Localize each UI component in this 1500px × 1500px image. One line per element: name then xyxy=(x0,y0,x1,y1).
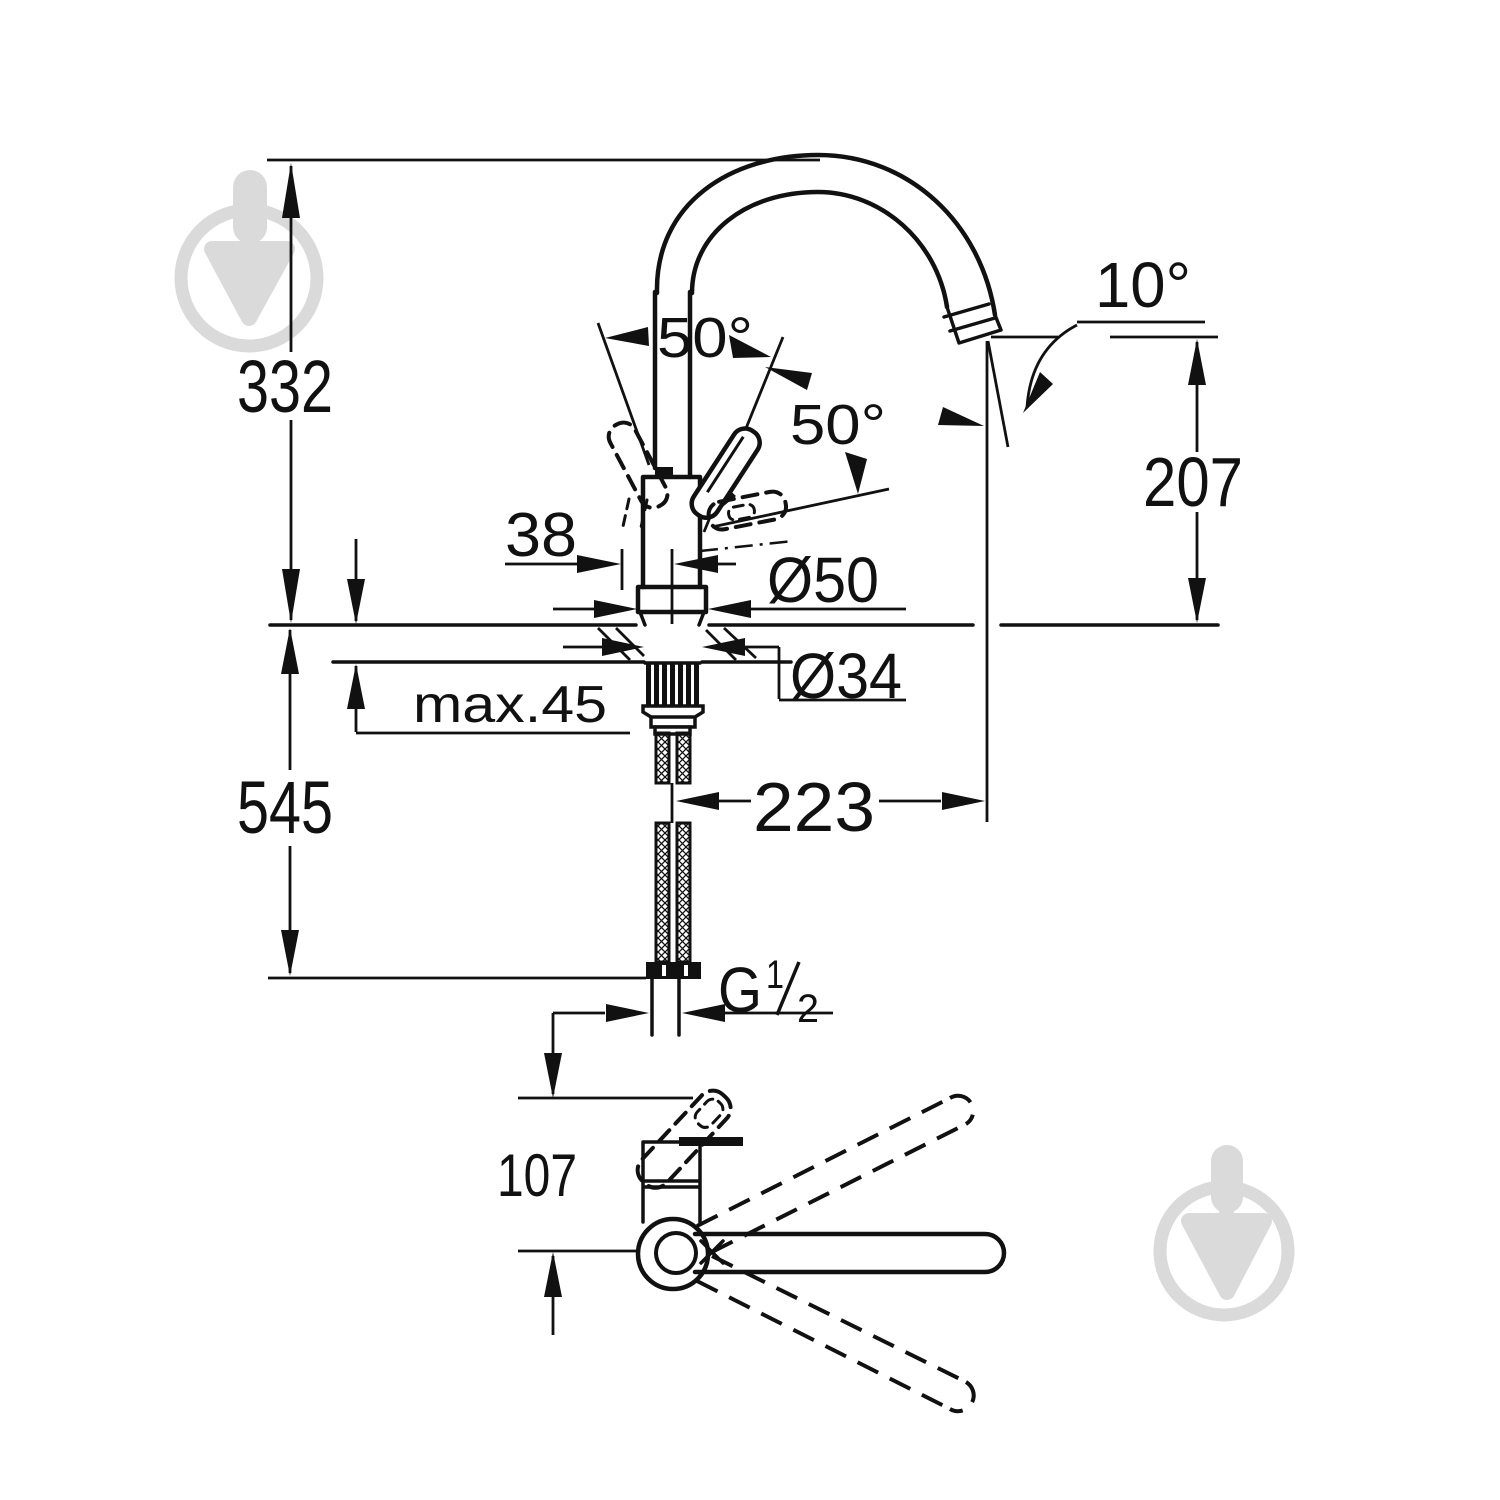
handle-end-cap xyxy=(679,1137,743,1146)
spout-outer-arc xyxy=(654,152,998,318)
faucet-side-view xyxy=(606,152,1003,1037)
thread-g-label: G xyxy=(718,954,762,1026)
arrow-right-icon xyxy=(594,600,637,618)
riser-pipe xyxy=(652,289,693,480)
dim-height-above-deck: 332 xyxy=(237,163,333,623)
dim-deck-thickness: max.45 xyxy=(347,539,630,735)
dim-base-diameter: Ø50 xyxy=(553,544,906,618)
spout-tube-circle xyxy=(654,1231,698,1275)
dim-50deg-back-label: 50° xyxy=(790,393,886,457)
arrow-right-icon xyxy=(606,1004,649,1022)
handle-axis-dashdot xyxy=(699,539,794,553)
logo-ring-icon xyxy=(174,203,324,353)
spout-outlet-aerator xyxy=(942,302,1003,345)
arrow-down-icon xyxy=(281,930,299,976)
dim-207-label: 207 xyxy=(1143,443,1243,521)
arrow-right-icon xyxy=(577,555,621,573)
dim-handle-offset: 38 xyxy=(505,501,736,590)
thread-denominator-label: 2 xyxy=(797,987,819,1031)
dim-107-label: 107 xyxy=(497,1142,577,1209)
threaded-shank xyxy=(643,661,702,706)
fraction-slash xyxy=(775,961,801,1016)
dim-max45-label: max.45 xyxy=(413,676,607,734)
arrow-toward-vertical-icon xyxy=(938,407,984,426)
arrow-left-icon xyxy=(674,555,718,573)
dim-223-label: 223 xyxy=(753,768,875,846)
dim-line xyxy=(505,549,736,590)
lever-handle-dashed-up xyxy=(606,420,670,510)
escutcheon xyxy=(638,610,706,627)
arrow-left-limit-icon xyxy=(605,327,649,346)
cartridge-cap xyxy=(655,467,673,478)
arrow-left-icon xyxy=(682,1004,725,1022)
arrow-center-a-icon xyxy=(729,335,771,358)
trowel-logo-watermark-top-left xyxy=(174,170,324,353)
angle-arc xyxy=(1025,323,1078,408)
arrow-up-icon xyxy=(347,664,365,709)
arrow-down-icon xyxy=(347,579,365,624)
dim-line xyxy=(563,645,906,702)
trowel-blade-icon xyxy=(204,241,295,326)
dim-332-label: 332 xyxy=(237,345,333,428)
handle-motion-dashes xyxy=(620,497,649,534)
spout-swivel-right-dashed xyxy=(696,1254,976,1414)
trowel-handle-icon xyxy=(1211,1145,1243,1213)
nut-collar xyxy=(653,725,692,736)
mounting-nut xyxy=(641,704,705,729)
arrow-center-b-icon xyxy=(765,367,812,390)
dim-handle-swing: 50° 50° xyxy=(596,306,890,533)
dim-545-label: 545 xyxy=(237,766,333,849)
thread-nipple xyxy=(650,977,681,1037)
arrow-up-icon xyxy=(282,163,300,218)
arrow-down-icon xyxy=(282,569,300,623)
dim-dia34-label: Ø34 xyxy=(790,640,902,712)
supply-hoses xyxy=(654,731,692,964)
arrow-right-icon xyxy=(942,792,985,810)
dim-hose-length: 545 xyxy=(237,628,646,980)
hose-end-fitting xyxy=(646,962,701,979)
dim-shank-diameter: Ø34 xyxy=(563,638,906,712)
arrow-down-icon xyxy=(544,1053,562,1098)
arrow-right-icon xyxy=(602,638,644,656)
spout-inner-arc xyxy=(689,189,950,310)
logo-ring-icon xyxy=(1153,1180,1295,1322)
arrow-left-icon xyxy=(702,638,745,656)
lever-handle-dashed-down xyxy=(706,489,788,532)
arrow-up-icon xyxy=(1188,339,1206,385)
trowel-logo-watermark-bottom-right xyxy=(1153,1145,1295,1322)
arrow-left-icon xyxy=(708,600,751,618)
body-top-view xyxy=(641,1140,702,1224)
arrow-arc-end-icon xyxy=(1023,372,1053,413)
spout-swivel-left-dashed xyxy=(696,1093,976,1254)
dim-38-label: 38 xyxy=(505,501,577,570)
faucet-top-view xyxy=(635,1088,1007,1414)
swing-limit-right-line xyxy=(711,487,890,529)
arrow-up-icon xyxy=(281,628,299,674)
spout-top-view-solid xyxy=(692,1231,1007,1275)
dim-spout-reach: 223 xyxy=(676,341,989,846)
arrow-up-icon xyxy=(544,1252,562,1297)
trowel-blade-icon xyxy=(1181,1213,1272,1300)
base-cap xyxy=(635,584,709,615)
handle-top-view-dashed xyxy=(635,1088,733,1190)
angle-leg-line xyxy=(986,340,1010,448)
dim-outlet-angle: 10° xyxy=(938,249,1205,448)
dim-dia50-label: Ø50 xyxy=(767,544,879,616)
thread-numerator-label: 1 xyxy=(766,953,784,997)
arrow-left-icon xyxy=(676,792,719,810)
dim-outlet-height: 207 xyxy=(991,335,1243,623)
dim-10deg-label: 10° xyxy=(1095,249,1191,321)
lever-handle-solid xyxy=(689,426,762,520)
dim-50deg-front-label: 50° xyxy=(657,306,753,370)
arrow-right-limit-icon xyxy=(845,452,867,494)
arrow-down-icon xyxy=(1188,578,1206,623)
dim-thread-size: G 1 2 xyxy=(553,953,833,1031)
dim-top-view-reach: 107 xyxy=(497,1013,693,1335)
